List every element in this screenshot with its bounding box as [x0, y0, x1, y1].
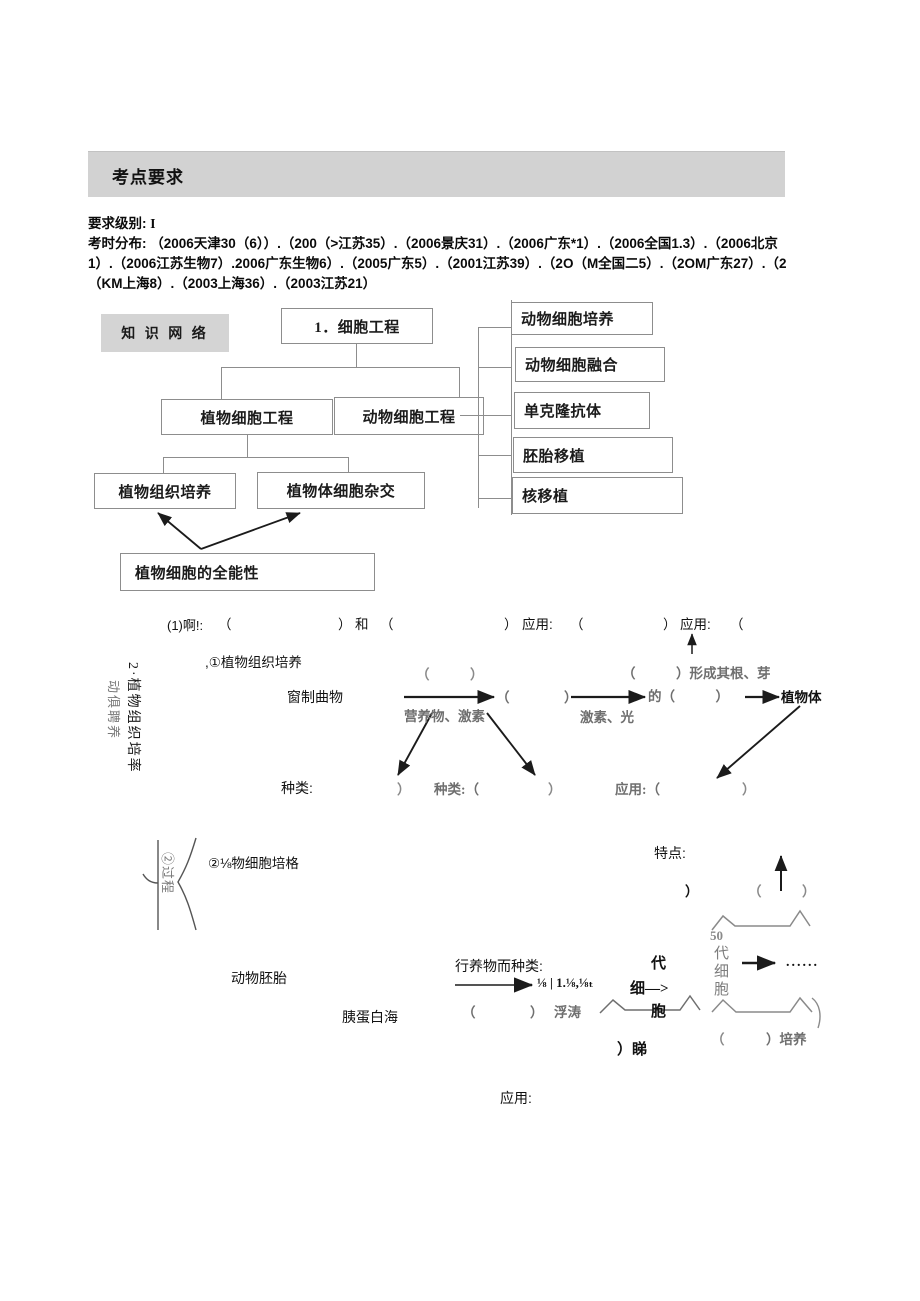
- flow-animal-gen-cell-bottom: 胞: [651, 1004, 667, 1020]
- flow-plant-mid-blank-open: （: [496, 690, 510, 705]
- flow-animal-culture-blank-close: ）培养: [766, 1032, 807, 1047]
- flow-plant-mid-blank-close: ）: [564, 690, 578, 705]
- side-label-main: 2·植物组织培率: [125, 662, 140, 774]
- flow-animal-dots: ......: [786, 955, 819, 970]
- outline-row1-prefix: (1)啊!:: [167, 618, 204, 633]
- flow-animal-enzyme: 胰蛋白海: [342, 1009, 398, 1025]
- diagram-box-plant-cell-engineering: 植物细胞工程: [161, 399, 333, 435]
- diagram-box-plant-tissue-culture: 植物组织培养: [94, 473, 236, 509]
- exam-distribution-text: （2006天津30（6））.（200（>江苏35）.（2006景庆31）.（20…: [88, 236, 787, 291]
- flow-animal-gen50-stack: 代细胞: [712, 945, 728, 999]
- diagram-box-animal-cell-engineering: 动物细胞工程: [334, 397, 484, 435]
- outline-row1-blank1-close: ）: [338, 617, 352, 632]
- outline-row1-blank2-close: ）: [504, 617, 518, 632]
- flow-animal-suspension: 浮涛: [554, 1005, 581, 1020]
- flow-animal-upper-blank: （ ）: [748, 884, 816, 899]
- side-label-sub: 动俱聘养: [106, 680, 121, 741]
- flow-plant-apply-label: 应用:（: [615, 782, 660, 797]
- flow-animal-fraction-text: ⅛ | 1.⅛,⅛ₜ: [537, 975, 594, 990]
- flow-plant-kind-right-label: 种类:（: [434, 782, 479, 797]
- diagram-box-root: 1．细胞工程: [281, 308, 433, 344]
- outline-row1-blank4-open: （: [730, 617, 744, 632]
- flow-animal-feature-close: ）: [685, 884, 699, 899]
- flow-animal-gen50-prefix: 50: [710, 928, 723, 943]
- flow-animal-source: 动物胚胎: [231, 970, 287, 986]
- connector-to-somatic-hybrid: [348, 457, 350, 475]
- requirement-level-label: 要求级别:: [88, 216, 147, 231]
- flow-plant-kind-right-close: ）: [548, 782, 562, 797]
- outline-row1-blank3-open: （: [570, 617, 584, 632]
- connector-root-split: [221, 367, 460, 369]
- connector-to-plant: [221, 367, 223, 400]
- flow-animal-top-label: 行养物而种类:: [455, 958, 543, 974]
- outline-row1-blank1-open: （: [218, 617, 232, 632]
- diagram-box-nuclear-transfer: 核移植: [512, 477, 683, 514]
- connector-rail-animal-culture: [478, 327, 511, 329]
- diagram-box-monoclonal-antibody: 单克隆抗体: [514, 392, 650, 429]
- exam-distribution-label: 考时分布:: [88, 236, 147, 251]
- connector-rail-monoclonal: [460, 415, 511, 417]
- outline-row1-and: 和: [355, 617, 369, 632]
- flow-plant-arrow2-caption: 激素、光: [580, 710, 634, 725]
- flow-plant-result: 植物体: [781, 690, 822, 705]
- flow-animal-blank-close: ）: [530, 1005, 544, 1020]
- requirement-level-value: I: [150, 216, 156, 231]
- outline-row1-blank2-open: （: [380, 617, 394, 632]
- flow-plant-kind-left-label: 种类:: [281, 780, 313, 796]
- flow-plant-kind-left-close: ）: [397, 782, 411, 797]
- requirements-block: 要求级别: I 考时分布: （2006天津30（6））.（200（>江苏35）.…: [88, 214, 788, 294]
- flow-plant-source: 窗制曲物: [287, 689, 343, 705]
- flow-animal-feature-label: 特点:: [654, 845, 686, 861]
- flow-plant-top-blank-2: （ ）形成其根、芽: [622, 666, 771, 681]
- connector-to-tissue-culture: [163, 457, 165, 475]
- connector-rail-embryo-transfer: [478, 455, 511, 457]
- flow-plant-arrow1-caption: 营养物、激素: [404, 709, 485, 724]
- connector-animal-spine: [511, 300, 513, 515]
- outline-item1-label: ,①植物组织培养: [205, 655, 302, 670]
- diagram-box-embryo-transfer: 胚胎移植: [513, 437, 673, 473]
- flow-animal-culture-blank-open: （: [711, 1032, 725, 1047]
- requirement-level-line: 要求级别: I: [88, 214, 788, 234]
- flow-animal-gen-cell-mid: 细—>: [630, 981, 669, 997]
- diagram-box-plant-somatic-hybridization: 植物体细胞杂交: [257, 472, 425, 509]
- process-bracket-label: ②过程: [160, 852, 175, 895]
- knowledge-network-badge: 知 识 网 络: [101, 314, 229, 352]
- outline-row1-apply2: 应用:: [680, 617, 711, 632]
- flow-animal-gen-cell-top: 代: [651, 956, 667, 972]
- flow-plant-top-blank-1: （ ）: [416, 667, 484, 682]
- flow-plant-apply-close: ）: [742, 782, 756, 797]
- connector-to-animal: [459, 367, 461, 400]
- connector-animal-rail: [478, 327, 480, 508]
- outline-row1-blank3-close: ）: [663, 617, 677, 632]
- flow-animal-blank-open: （: [462, 1005, 476, 1020]
- connector-rail-animal-fusion: [478, 367, 511, 369]
- connector-plant-split: [163, 457, 349, 459]
- diagram-box-animal-cell-fusion: 动物细胞融合: [515, 347, 665, 382]
- flow-plant-second-line: 的（ ）: [648, 689, 729, 704]
- diagram-box-plant-cell-totipotency: 植物细胞的全能性: [120, 553, 375, 591]
- section-title: 考点要求: [112, 168, 184, 187]
- connector-root-stem: [356, 344, 358, 367]
- connector-rail-nuclear-transfer: [478, 498, 511, 500]
- outline-row1-apply1: 应用:: [522, 617, 553, 632]
- outline-apply-bottom: 应用:: [500, 1090, 532, 1106]
- diagram-box-animal-cell-culture: 动物细胞培养: [511, 302, 653, 335]
- flow-animal-gen-close: ）睇: [617, 1042, 648, 1058]
- section-header-bar: 考点要求: [88, 151, 785, 197]
- outline-item2-label: ②⅛物细胞培格: [208, 856, 299, 871]
- connector-plant-stem: [247, 435, 249, 457]
- exam-distribution-line: 考时分布: （2006天津30（6））.（200（>江苏35）.（2006景庆3…: [88, 234, 788, 294]
